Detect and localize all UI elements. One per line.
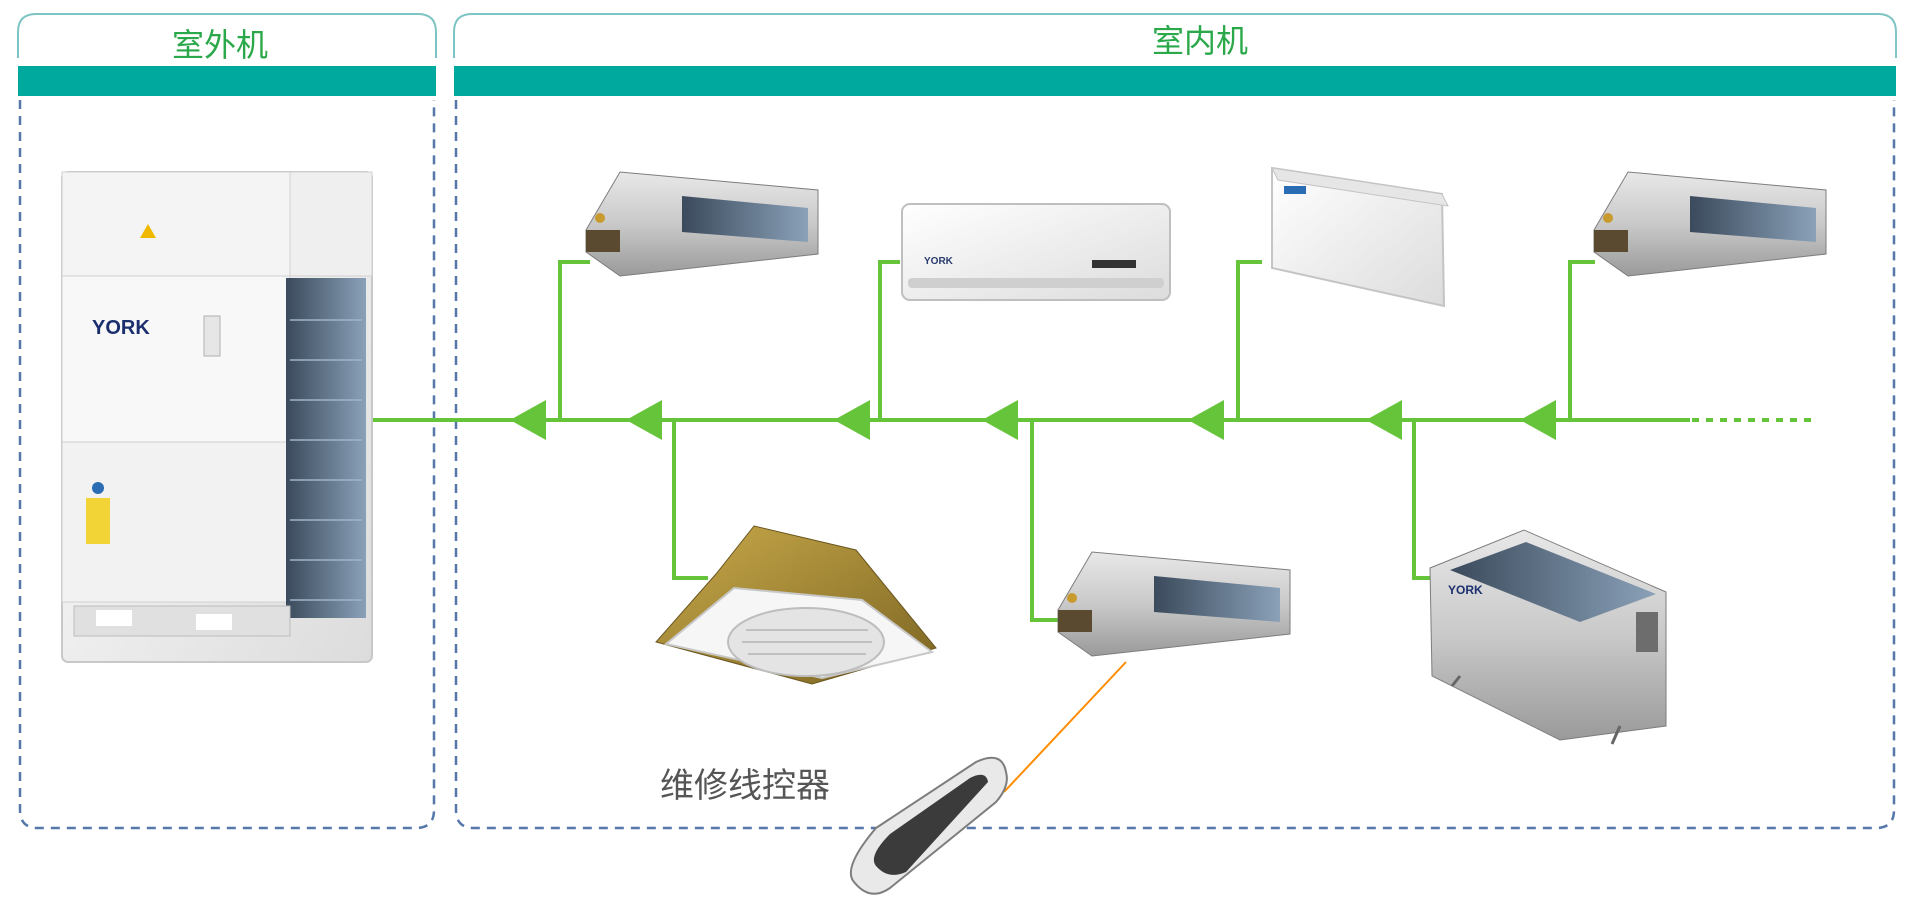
remote-cable bbox=[1003, 661, 1127, 793]
flow-arrow bbox=[1520, 400, 1556, 440]
duct-unit-icon bbox=[1593, 171, 1827, 277]
flow-arrow bbox=[1188, 400, 1224, 440]
condenser-coil bbox=[286, 278, 366, 618]
outdoor-unit-brand: YORK bbox=[92, 317, 150, 339]
branch-duct-unit-3 bbox=[1030, 420, 1060, 622]
floor-unit-brand: YORK bbox=[1448, 583, 1483, 597]
warning-icon bbox=[140, 224, 156, 238]
branch-floor-standing-unit bbox=[1412, 420, 1436, 580]
refrigerant-piping bbox=[372, 260, 1815, 622]
indoor-panel bbox=[453, 13, 1897, 830]
flow-arrow bbox=[834, 400, 870, 440]
floor-standing-unit-icon: YORK bbox=[1429, 529, 1667, 745]
outdoor-panel bbox=[17, 13, 437, 830]
outdoor-panel-dashed-border bbox=[18, 100, 436, 830]
flow-arrow bbox=[510, 400, 546, 440]
branch-floor-ceiling-unit bbox=[1236, 260, 1262, 420]
wired-remote-icon bbox=[849, 756, 1008, 895]
outdoor-panel-title: 室外机 bbox=[171, 26, 268, 64]
outdoor-unit-icon: YORK bbox=[61, 171, 373, 663]
remote-controller-caption: 维修线控器 bbox=[660, 766, 830, 806]
indoor-panel-dashed-border bbox=[454, 100, 1896, 830]
wall-unit-brand: YORK bbox=[924, 256, 954, 267]
branch-duct-unit-2 bbox=[1568, 260, 1595, 420]
duct-unit-icon bbox=[1057, 551, 1291, 657]
energy-label bbox=[203, 315, 221, 357]
branch-cassette-unit bbox=[672, 420, 708, 580]
duct-unit-icon bbox=[585, 171, 819, 277]
branch-wall-unit bbox=[878, 260, 900, 420]
flow-arrow bbox=[982, 400, 1018, 440]
indoor-panel-title: 室内机 bbox=[1151, 22, 1248, 60]
branch-duct-unit-1 bbox=[558, 260, 590, 420]
wall-mounted-unit-icon: YORK bbox=[901, 203, 1171, 301]
cassette-unit-icon bbox=[655, 525, 937, 685]
flow-arrows bbox=[510, 400, 1556, 440]
flow-arrow bbox=[626, 400, 662, 440]
rating-sticker bbox=[86, 498, 110, 544]
floor-ceiling-unit-icon bbox=[1271, 166, 1449, 308]
indoor-panel-header-bar bbox=[454, 66, 1896, 96]
flow-arrow bbox=[1366, 400, 1402, 440]
outdoor-panel-header-bar bbox=[18, 66, 436, 96]
